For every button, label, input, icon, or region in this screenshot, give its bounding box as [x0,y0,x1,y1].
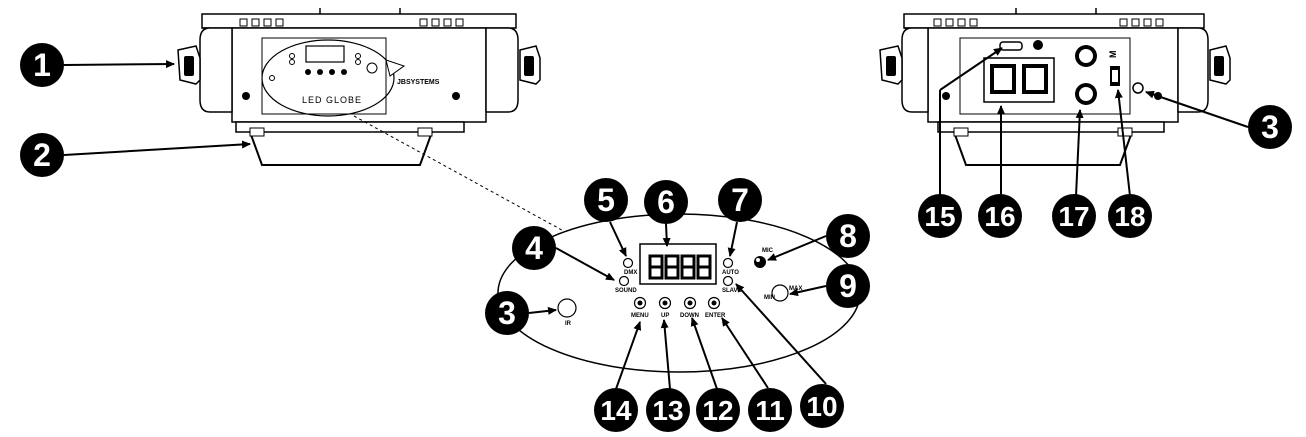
callout-12: 12 [696,388,740,432]
enter-label: ENTER [705,313,726,319]
back-left-bracket-knob [879,45,903,85]
svg-text:15: 15 [924,201,955,232]
svg-text:5: 5 [597,182,615,218]
front-left-bracket-knob [177,45,201,85]
min-label: MIN [764,295,775,301]
segment-display [648,254,712,280]
callout-14: 14 [594,388,638,432]
callout-2: 2 [20,133,64,177]
front-model-label: LED GLOBE [302,95,362,105]
svg-text:16: 16 [984,201,1015,232]
auto-led [722,257,734,269]
svg-text:8: 8 [839,218,857,254]
callout-15: 15 [918,194,962,238]
auto-label: AUTO [722,270,739,276]
callout-18: 18 [1108,194,1152,238]
svg-text:3: 3 [1261,109,1279,145]
svg-text:17: 17 [1058,201,1089,232]
svg-text:18: 18 [1114,201,1145,232]
sound-led [618,275,630,287]
svg-text:6: 6 [657,184,675,220]
callout-17: 17 [1052,194,1096,238]
callout-3-panel: 3 [485,291,529,335]
menu-label: MENU [631,313,649,319]
menu-button[interactable] [633,296,647,310]
usb-port: M [1108,51,1120,86]
svg-text:12: 12 [702,395,733,426]
fuse-holder [999,40,1043,51]
callout-11: 11 [748,388,792,432]
down-button[interactable] [683,296,697,310]
leader-lines [63,47,1249,390]
svg-text:13: 13 [652,395,683,426]
svg-text:9: 9 [839,268,857,304]
callout-13: 13 [646,388,690,432]
callout-3-back: 3 [1248,105,1292,149]
back-right-bracket-knob [1209,45,1231,85]
power-connectors [983,57,1055,103]
svg-text:7: 7 [731,182,749,218]
callout-16: 16 [978,194,1022,238]
back-top-vents [933,18,1164,27]
callout-10: 10 [800,384,844,428]
dmx-led [622,257,634,269]
callout-1: 1 [20,43,64,87]
svg-text:1: 1 [33,47,51,83]
callout-9: 9 [826,264,870,308]
back-view-device: M [879,8,1231,166]
up-label: UP [661,313,669,319]
front-top-vents [239,18,464,27]
callout-6: 6 [644,180,688,224]
callout-4: 4 [512,226,556,270]
sound-label: SOUND [615,288,637,294]
down-label: DOWN [680,313,699,319]
callout-8: 8 [826,214,870,258]
svg-text:11: 11 [755,395,785,426]
svg-text:M: M [1108,51,1118,59]
svg-text:10: 10 [806,391,837,422]
slave-led [722,275,734,287]
svg-text:3: 3 [498,295,516,331]
front-right-bracket-knob [519,45,541,85]
callout-5: 5 [584,178,628,222]
dmx-label: DMX [624,270,637,276]
front-brand-label: JBSYSTEMS [397,79,440,86]
front-view-device: LED GLOBE JBSYSTEMS [177,8,541,166]
slave-label: SLAVE [722,288,742,294]
mic-label: MIC [762,248,774,254]
svg-text:2: 2 [33,137,51,173]
ir-sensor [557,298,577,318]
enter-button[interactable] [707,296,721,310]
sensitivity-knob[interactable] [771,284,789,302]
callout-7: 7 [718,178,762,222]
dmx-connectors [1075,45,1097,105]
mic-icon [754,256,766,268]
svg-text:4: 4 [525,230,543,266]
up-button[interactable] [658,296,672,310]
ir-label: IR [565,321,572,327]
svg-text:14: 14 [600,395,632,426]
